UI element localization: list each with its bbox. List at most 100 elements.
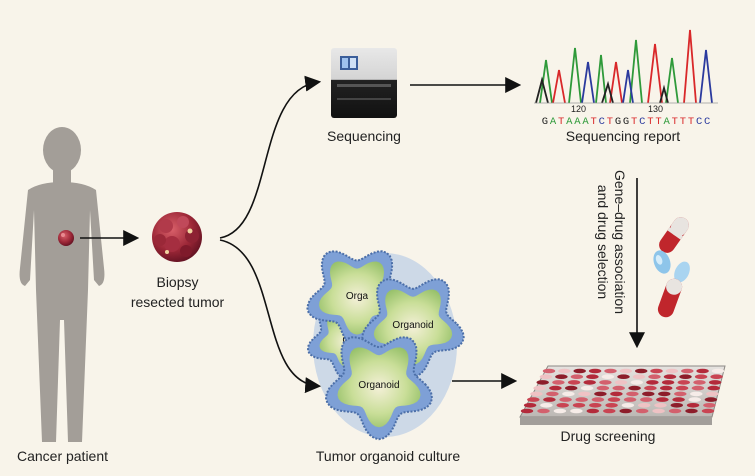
plate-well [658,391,671,397]
plate-well [660,385,673,391]
plate-well [539,374,553,380]
plate-well [586,408,599,414]
plate-well [711,368,725,374]
label-biopsy-line2: resected tumor [130,294,225,310]
organoid-label: Organoid [392,320,433,331]
label-biopsy: Biopsy resected tumor [120,272,235,312]
drug-screening-plate [519,365,726,425]
plate-well [665,368,679,374]
plate-well [656,397,669,402]
arrow-to-organoid [219,239,322,394]
plate-well [708,380,722,385]
drug-pills-icon [653,217,690,318]
plate-well [537,408,550,414]
plate-well [693,380,706,385]
label-gene-drug-line2: and drug selection [595,184,611,300]
plate-well [619,408,632,414]
organoid-label: Organoid [358,380,399,391]
plate-well [591,397,605,402]
plate-well [580,385,594,391]
plate-well [599,380,612,385]
plate-well [663,374,677,380]
label-sequencing: Sequencing [327,128,401,144]
plate-well [636,408,649,414]
plate-well [701,408,715,414]
plate-well [552,380,565,385]
plate-well [691,385,705,391]
patient-tumor-icon [58,230,74,246]
plate-well [578,391,591,397]
label-biopsy-line1: Biopsy [156,274,199,290]
plate-well [570,408,583,414]
plate-well [677,380,690,385]
plate-well [589,403,602,408]
plate-well [612,385,625,391]
chromatogram-tick-120: 120 [571,104,586,114]
plate-well [628,385,641,391]
plate-well [542,368,556,374]
plate-well [555,374,568,380]
plate-well [540,403,553,408]
plate-well [583,380,596,385]
plate-well [520,408,534,414]
plate-well [661,380,675,385]
plate-well [607,397,621,402]
label-sequencing-report: Sequencing report [565,128,681,144]
plate-well [610,391,623,397]
plate-well [644,385,657,391]
arrow-to-sequencing [219,75,322,239]
plate-well [588,368,602,374]
plate-well [670,403,683,408]
chromatogram [534,29,718,104]
plate-well [704,397,718,402]
patient-silhouette [19,127,105,442]
plate-well [623,397,637,402]
plate-well [559,397,572,402]
plate-well [603,408,616,414]
plate-well [690,391,703,397]
plate-well [617,374,630,380]
plate-well [688,397,701,402]
plate-well [546,391,559,397]
plate-well [572,403,586,408]
plate-well [703,403,716,408]
plate-well [706,391,719,397]
plate-well [586,374,599,380]
plate-well [672,397,685,402]
plate-well [650,368,663,374]
plate-well [707,385,720,391]
plate-well [674,391,687,397]
plate-well [630,380,643,385]
plate-well [710,374,723,380]
plate-well [686,403,700,408]
organoid-core [373,289,453,365]
plate-well [668,408,682,414]
plate-well [694,374,708,380]
plate-well [642,391,655,397]
label-gene-drug-line1: Gene–drug association [612,170,628,314]
plate-well [596,385,610,391]
plate-well [638,403,651,408]
plate-well [533,385,546,391]
plate-well [619,368,632,374]
plate-well [601,374,615,380]
label-gene-drug-association: Gene–drug association and drug selection [594,170,628,314]
plate-well [553,408,567,414]
plate-well [626,391,639,397]
plate-well [632,374,646,380]
plate-well [558,368,571,374]
plate-well [565,385,578,391]
plate-well [605,403,618,408]
plate-well [570,374,584,380]
label-tumor-organoid-culture: Tumor organoid culture [315,448,461,464]
plate-well [679,374,692,380]
plate-well [549,385,562,391]
plate-well [652,408,665,414]
biopsy-tumor-icon [152,212,202,262]
plate-well [562,391,575,397]
plate-well [543,397,556,402]
plate-well [604,368,617,374]
